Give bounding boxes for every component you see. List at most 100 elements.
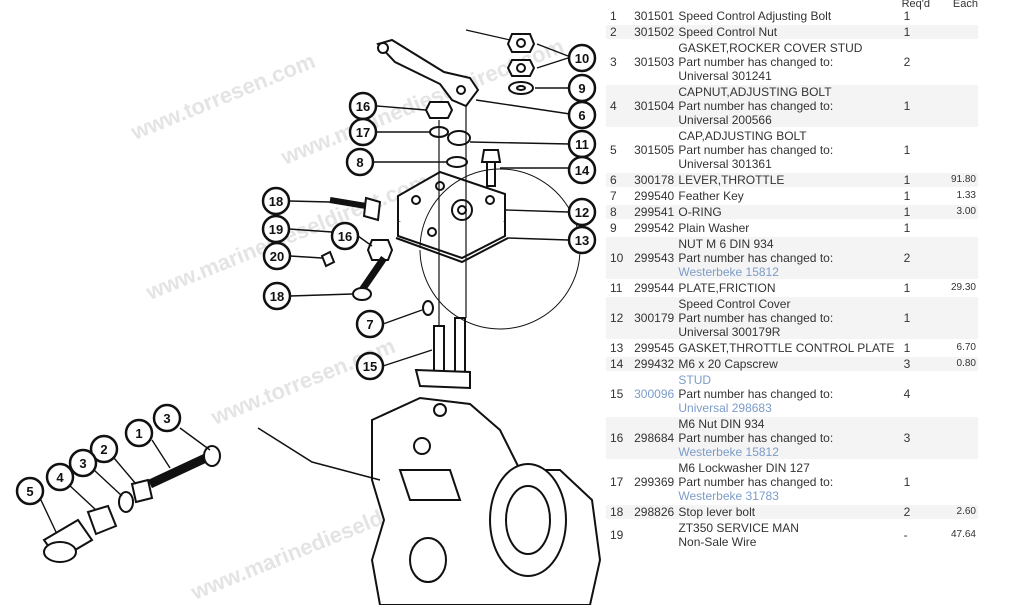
svg-text:13: 13 [575, 233, 589, 248]
svg-text:18: 18 [270, 289, 284, 304]
callout-3b: 3 [68, 448, 98, 478]
replacement-part-link[interactable]: Universal 298683 [678, 401, 772, 415]
nut-2 [130, 478, 154, 504]
svg-text:16: 16 [338, 229, 352, 244]
stop-lever-bolt-lower [359, 256, 387, 292]
washer-3a [203, 445, 221, 467]
svg-text:3: 3 [79, 456, 86, 471]
friction-plate [447, 130, 471, 146]
callout-15: 15 [355, 351, 385, 381]
watermark: www.marinedieseldirect.com [277, 33, 568, 170]
callout-20: 20 [262, 241, 292, 271]
diagram-canvas: www.torresen.com www.marinedieseldirect.… [15, 29, 602, 605]
callout-4: 4 [45, 462, 75, 492]
feather-key-20 [320, 250, 336, 268]
table-header-row: Req'd Each [606, 0, 978, 10]
callout-13: 13 [567, 225, 597, 255]
callout-1: 1 [124, 418, 154, 448]
svg-text:10: 10 [575, 51, 589, 66]
svg-text:15: 15 [363, 359, 377, 374]
svg-text:17: 17 [356, 125, 370, 140]
callout-2: 2 [89, 434, 119, 464]
capscrew-14 [480, 149, 502, 163]
svg-text:16: 16 [356, 99, 370, 114]
svg-text:14: 14 [575, 163, 590, 178]
column-header-req-qty: Req'd [901, 0, 930, 10]
svg-text:3: 3 [163, 411, 170, 426]
svg-text:8: 8 [356, 155, 363, 170]
callout-17: 17 [348, 117, 378, 147]
feather-key-7 [422, 300, 434, 316]
stud-15a [433, 325, 445, 373]
replacement-part-link[interactable]: Westerbeke 31783 [678, 489, 779, 503]
engine-block [370, 396, 602, 605]
exploded-parts-diagram: www.torresen.com www.marinedieseldirect.… [15, 29, 602, 605]
callout-leaders [39, 43, 571, 533]
svg-text:12: 12 [575, 205, 589, 220]
callout-7: 7 [355, 309, 385, 339]
svg-text:19: 19 [269, 222, 283, 237]
stud-15b [454, 317, 466, 379]
part-drawings [42, 33, 602, 605]
replacement-part-link[interactable]: Westerbeke 15812 [678, 445, 779, 459]
svg-text:2: 2 [100, 442, 107, 457]
throttle-lever [376, 38, 480, 108]
callout-12: 12 [567, 197, 597, 227]
svg-text:1: 1 [135, 426, 142, 441]
callout-18b: 18 [262, 281, 292, 311]
o-ring-8 [446, 156, 468, 168]
callout-19: 19 [261, 214, 291, 244]
replacement-part-link[interactable]: Westerbeke 15812 [678, 265, 779, 279]
callout-10: 10 [567, 43, 597, 73]
adjusting-bolt-1 [148, 451, 212, 489]
callout-8: 8 [345, 147, 375, 177]
callout-11: 11 [567, 129, 597, 159]
svg-text:9: 9 [578, 81, 585, 96]
svg-text:20: 20 [270, 249, 284, 264]
svg-text:5: 5 [26, 484, 33, 499]
callout-14: 14 [567, 155, 597, 185]
callout-3: 3 [152, 403, 182, 433]
watermark: www.torresen.com [207, 333, 399, 430]
callout-16b: 16 [330, 221, 360, 251]
watermark: www.torresen.com [127, 48, 319, 145]
part-name-link[interactable]: STUD [678, 373, 712, 387]
svg-text:6: 6 [578, 108, 585, 123]
svg-text:4: 4 [56, 470, 64, 485]
part-number-link[interactable]: 300096 [632, 372, 677, 417]
svg-text:7: 7 [366, 317, 373, 332]
nut-16 [424, 101, 454, 119]
callout-layer: 10 9 6 16 17 11 8 14 18 12 19 16 13 20 1… [15, 43, 597, 506]
washer-3b [118, 491, 134, 513]
callout-18: 18 [261, 186, 291, 216]
callout-6: 6 [567, 100, 597, 130]
callout-5: 5 [15, 476, 45, 506]
column-header-each: Each [952, 0, 978, 10]
capnut-4 [86, 504, 118, 536]
stop-lever-bolt-upper [329, 197, 367, 209]
svg-text:18: 18 [269, 194, 283, 209]
svg-text:11: 11 [575, 137, 589, 152]
